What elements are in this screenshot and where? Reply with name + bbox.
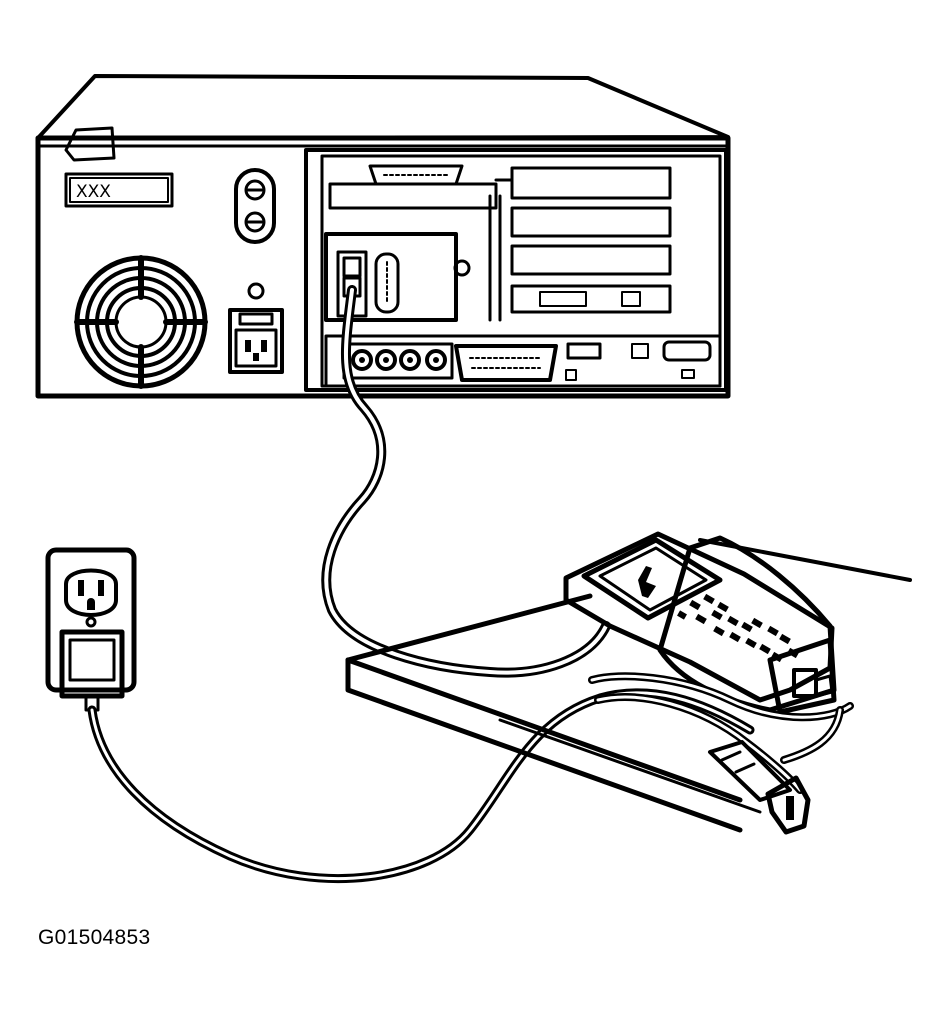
figure-id: G01504853 [38,926,151,949]
power-adapter [59,629,125,712]
expansion-slot-area [304,148,728,392]
power-cord [87,688,755,883]
data-link-cable [588,672,854,835]
table-surface [345,538,912,833]
handheld-scan-tool [563,531,837,715]
fan-grille [74,255,208,389]
voltage-selector-switch [234,168,276,244]
label-plate: XXX [64,172,174,208]
label-plate-text: XXX [76,182,111,202]
keypad [677,593,799,663]
serial-cable [321,285,611,678]
power-inlet [228,282,284,374]
wall-outlet [45,547,137,693]
